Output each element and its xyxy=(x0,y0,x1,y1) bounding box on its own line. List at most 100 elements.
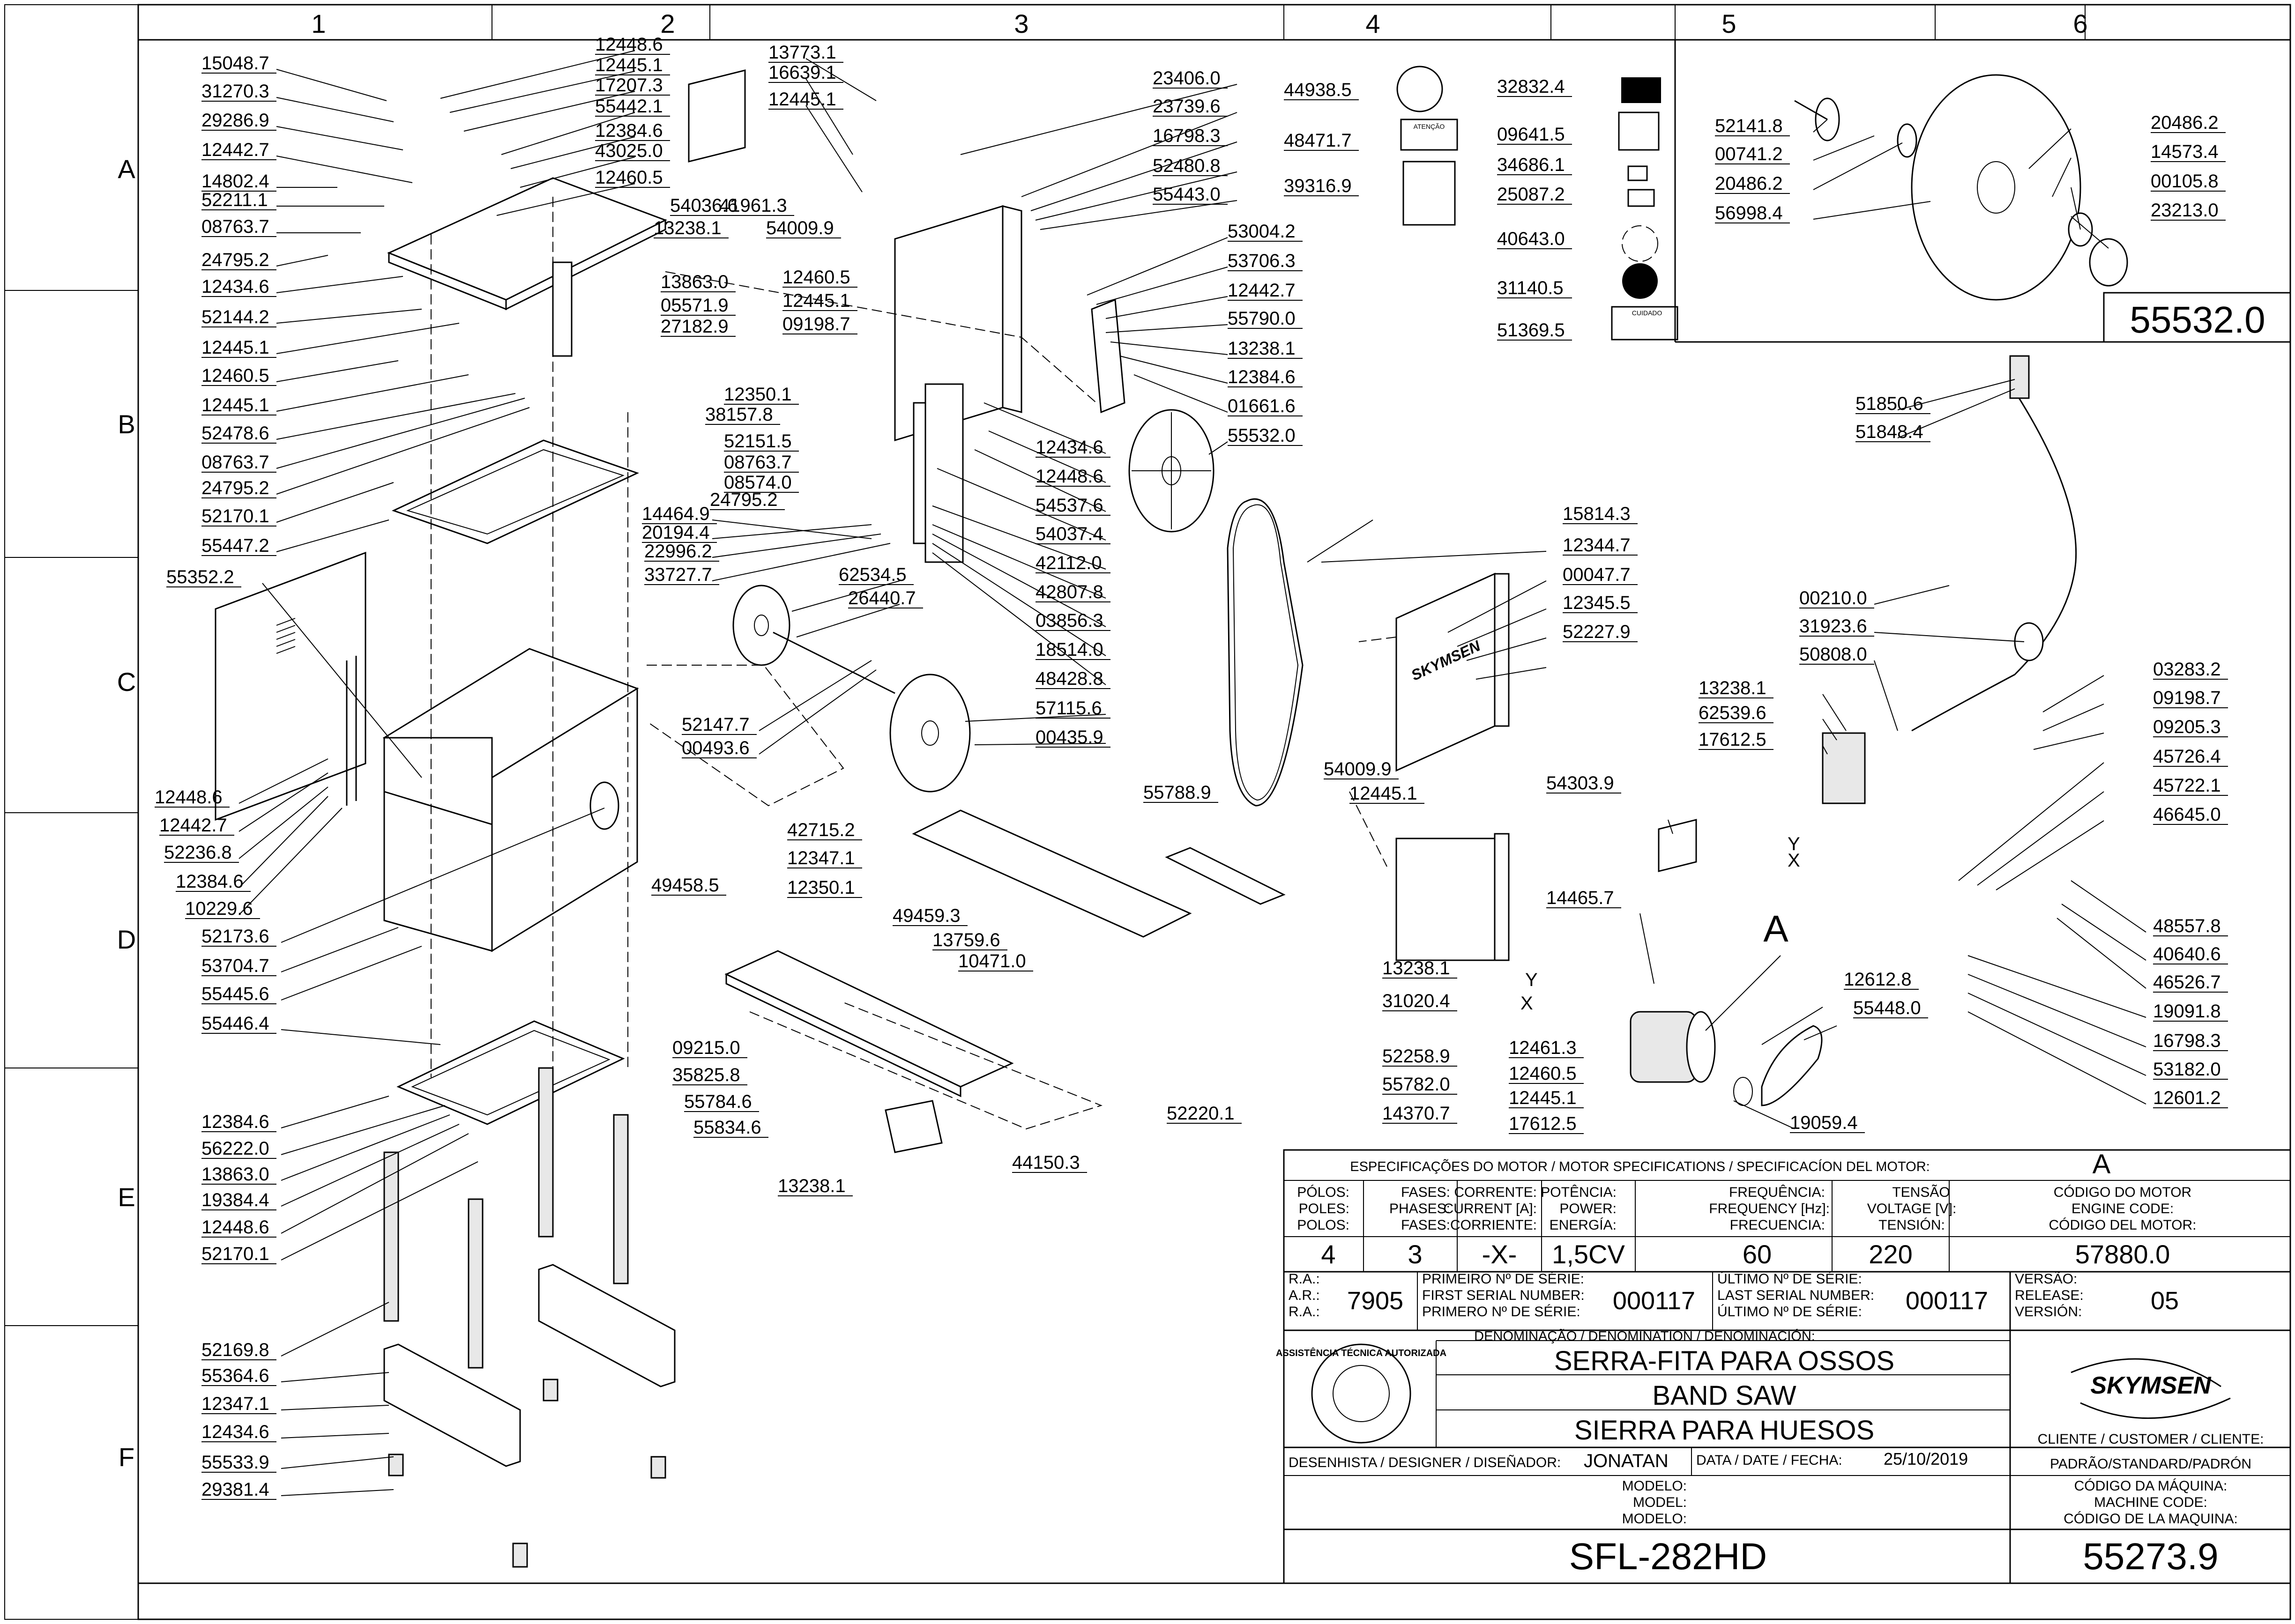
part-callout: 08763.7 xyxy=(201,216,269,237)
spec-current-value: -X- xyxy=(1482,1239,1517,1269)
part-callout: 12445.1 xyxy=(1349,783,1417,804)
part-callout: 20486.2 xyxy=(2151,112,2219,133)
part-callout: 08574.0 xyxy=(724,472,792,493)
part-callout: 52478.6 xyxy=(201,423,269,444)
part-callout: 52258.9 xyxy=(1382,1046,1450,1067)
part-callout: 15814.3 xyxy=(1563,504,1631,524)
part-callout: 42112.0 xyxy=(1036,553,1102,573)
spec-engine-code-en: ENGINE CODE: xyxy=(2071,1201,2174,1216)
part-callout: 12445.1 xyxy=(201,395,269,415)
version-label-es: VERSIÓN: xyxy=(2015,1304,2082,1320)
part-callout: 35825.8 xyxy=(672,1065,740,1085)
motor-detail-letter: A xyxy=(1763,908,1788,949)
machine-code-label-pt: CÓDIGO DA MÁQUINA: xyxy=(2074,1478,2228,1494)
part-callout: 12384.6 xyxy=(201,1112,269,1132)
part-callout: 00105.8 xyxy=(2151,171,2219,192)
part-callout: 52220.1 xyxy=(1167,1103,1235,1124)
zone-row-e: E xyxy=(118,1182,135,1212)
part-callout: 46645.0 xyxy=(2153,804,2221,825)
part-callout: 32832.4 xyxy=(1497,76,1565,97)
part-callout: 52144.2 xyxy=(201,307,269,327)
part-callout: 12445.1 xyxy=(768,89,836,110)
spec-phases-pt: FASES: xyxy=(1401,1185,1450,1200)
product-name-en: BAND SAW xyxy=(1652,1380,1796,1411)
part-callout: 03856.3 xyxy=(1036,610,1103,631)
part-callout: 12445.1 xyxy=(595,55,663,75)
part-callout: 12347.1 xyxy=(787,848,855,868)
ra-label-pt: R.A.: xyxy=(1289,1271,1320,1287)
part-callout: 09205.3 xyxy=(2153,717,2221,737)
part-callout: 16798.3 xyxy=(1153,126,1221,146)
part-callout: 12344.7 xyxy=(1563,535,1631,556)
part-callout: 14464.9 xyxy=(642,504,710,524)
part-callout: 09198.7 xyxy=(782,314,850,334)
first-serial-label-es: PRIMERO Nº DE SÉRIE: xyxy=(1422,1304,1580,1320)
first-serial-label-en: FIRST SERIAL NUMBER: xyxy=(1422,1288,1585,1303)
part-callout: 54537.6 xyxy=(1036,495,1103,516)
machine-code-value: 55273.9 xyxy=(2083,1535,2218,1577)
ra-value: 7905 xyxy=(1347,1287,1403,1315)
version-label-pt: VERSÃO: xyxy=(2015,1271,2077,1287)
part-callout: 31140.5 xyxy=(1497,278,1564,298)
part-callout: 14465.7 xyxy=(1546,888,1614,908)
zone-row-a: A xyxy=(118,154,135,184)
last-serial-value: 000117 xyxy=(1906,1287,1988,1315)
part-callout: 42715.2 xyxy=(787,820,855,840)
spec-frequency-pt: FREQUÊNCIA: xyxy=(1729,1185,1825,1200)
part-callout: 31270.3 xyxy=(201,81,269,102)
part-callout: 23213.0 xyxy=(2151,200,2219,221)
date-value: 25/10/2019 xyxy=(1884,1449,1968,1468)
part-callout: 12448.6 xyxy=(595,34,663,55)
part-callout: 03283.2 xyxy=(2153,659,2221,680)
zone-col-2: 2 xyxy=(660,9,675,38)
spec-voltage-value: 220 xyxy=(1869,1239,1912,1269)
part-callout: 53004.2 xyxy=(1228,221,1296,242)
part-callout: 20194.4 xyxy=(642,522,710,543)
part-callout: 33727.7 xyxy=(644,564,712,585)
part-callout: 45722.1 xyxy=(2153,775,2221,796)
spec-frequency-value: 60 xyxy=(1743,1239,1772,1269)
spec-voltage-en: VOLTAGE [V]: xyxy=(1867,1201,1957,1216)
spec-frequency-en: FREQUENCY [Hz]: xyxy=(1709,1201,1830,1216)
spec-phases-en: PHASES: xyxy=(1389,1201,1450,1216)
part-callout: 38157.8 xyxy=(705,404,773,425)
part-callout: 52211.1 xyxy=(201,190,268,210)
part-callout: 00741.2 xyxy=(1715,144,1783,164)
spec-poles-es: POLOS: xyxy=(1297,1217,1349,1233)
spec-poles-en: POLES: xyxy=(1299,1201,1349,1216)
part-callout: 53706.3 xyxy=(1228,251,1296,271)
part-callout: 24795.2 xyxy=(201,250,269,270)
part-callout: 10471.0 xyxy=(958,951,1026,971)
part-callout: 52169.8 xyxy=(201,1340,269,1360)
wire-letter-x-1: X xyxy=(1788,850,1800,871)
leader-lines xyxy=(238,50,2146,1496)
part-callout: 12460.5 xyxy=(782,267,850,288)
part-callout: 26440.7 xyxy=(848,588,916,608)
part-callout: 52480.8 xyxy=(1153,156,1221,176)
zone-col-4: 4 xyxy=(1365,9,1380,38)
brand-logo: SKYMSEN xyxy=(2090,1372,2212,1399)
part-callout: 55532.0 xyxy=(1228,425,1296,446)
wire-letter-y-1: Y xyxy=(1788,834,1800,854)
kit-number: 55532.0 xyxy=(2130,299,2265,341)
part-callout: 22996.2 xyxy=(644,541,712,562)
part-callout: 13238.1 xyxy=(1382,958,1450,979)
parts-illustration xyxy=(215,69,2128,1568)
part-callout: 49459.3 xyxy=(893,905,961,926)
part-callout: 13238.1 xyxy=(1228,338,1296,359)
row-zone-labels: A B C D E F xyxy=(117,154,136,1472)
date-label: DATA / DATE / FECHA: xyxy=(1696,1453,1842,1468)
spec-voltage-pt: TENSÃO xyxy=(1892,1184,1950,1200)
part-callout: 57115.6 xyxy=(1036,698,1102,719)
spec-phases-es: FASES: xyxy=(1401,1217,1450,1233)
part-callout: 19384.4 xyxy=(201,1190,269,1210)
part-callout: 09198.7 xyxy=(2153,688,2221,708)
part-callout: 13238.1 xyxy=(654,218,722,238)
part-callout: 40643.0 xyxy=(1497,229,1565,249)
part-callout: 34686.1 xyxy=(1497,155,1565,175)
part-callout: 52170.1 xyxy=(201,1244,269,1264)
part-callout: 27182.9 xyxy=(661,316,729,337)
part-callouts: 15048.731270.329286.912442.714802.452211… xyxy=(155,34,2228,1500)
part-callout: 13863.0 xyxy=(661,272,729,292)
